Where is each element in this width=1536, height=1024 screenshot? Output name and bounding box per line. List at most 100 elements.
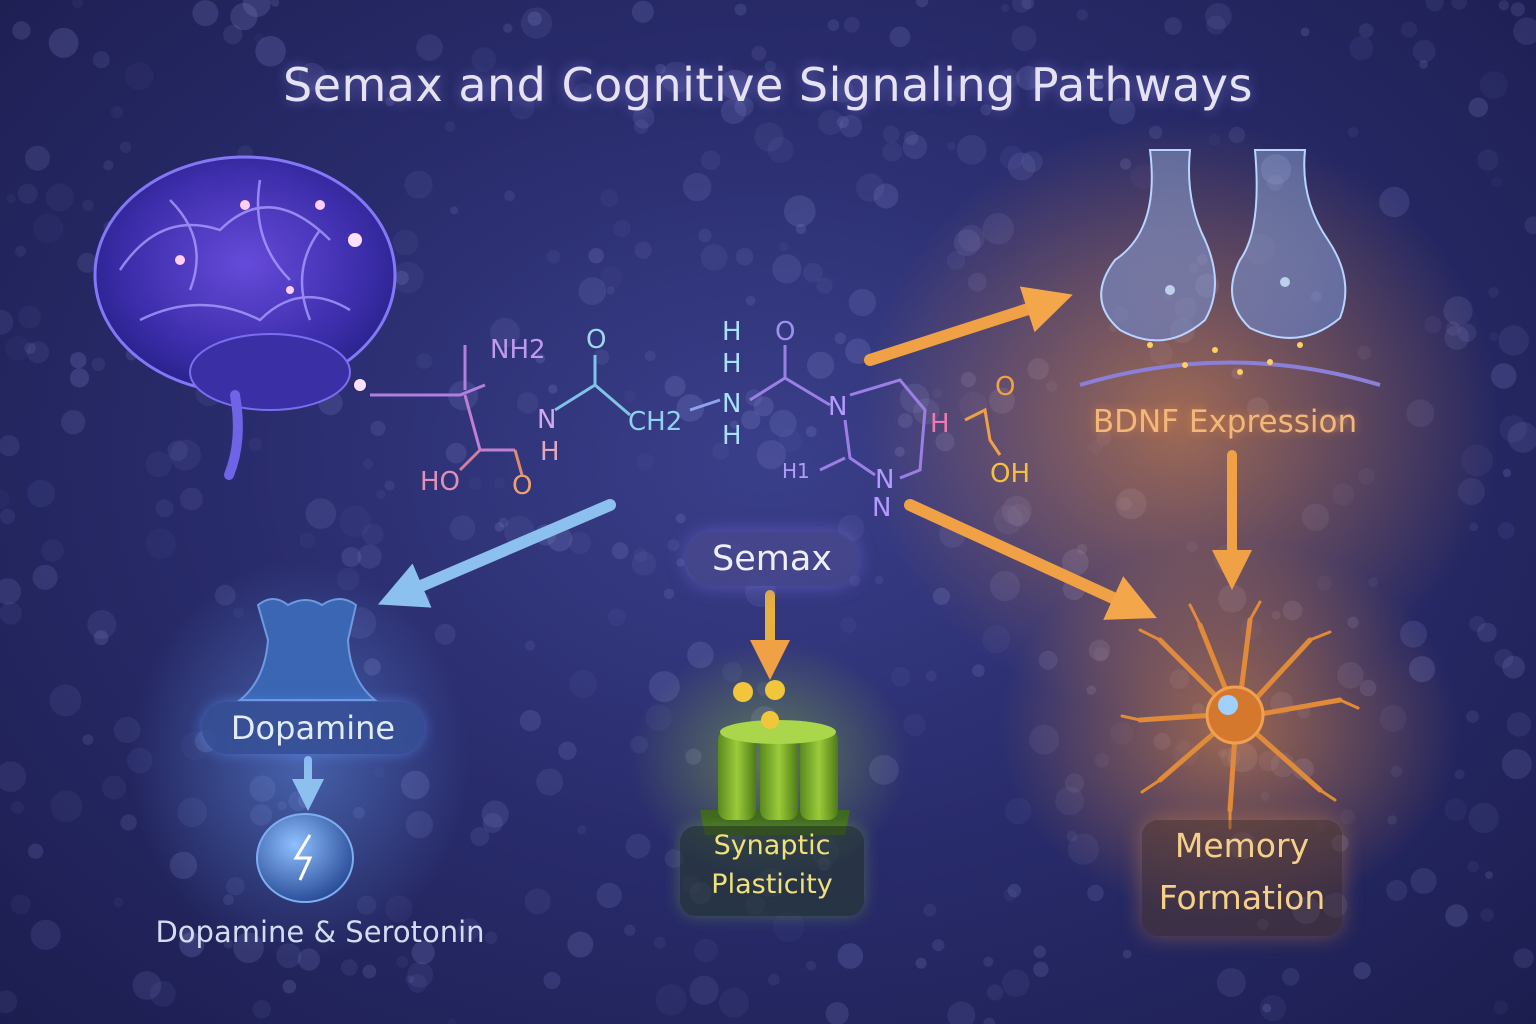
bokeh-dot xyxy=(82,734,94,745)
bokeh-dot xyxy=(6,194,16,203)
bokeh-dot xyxy=(370,420,386,436)
bokeh-dot xyxy=(0,309,14,335)
bokeh-dot xyxy=(636,453,654,471)
molecule-structure xyxy=(370,345,1002,480)
bokeh-dot xyxy=(1011,25,1037,51)
bokeh-dot xyxy=(923,903,937,917)
atom-n1: N xyxy=(722,389,741,419)
bokeh-dot xyxy=(1477,149,1499,171)
bokeh-dot xyxy=(341,547,362,567)
bokeh-dot xyxy=(904,131,919,146)
bokeh-dot xyxy=(305,498,337,529)
bokeh-dot xyxy=(1259,995,1286,1022)
bokeh-dot xyxy=(567,931,594,958)
bokeh-dot xyxy=(778,429,803,453)
bokeh-dot xyxy=(773,910,805,943)
bokeh-dot xyxy=(270,0,280,7)
bokeh-dot xyxy=(827,19,840,31)
dopamine-serotonin-label: Dopamine & Serotonin xyxy=(155,915,485,949)
memory-line2: Formation xyxy=(1158,878,1326,917)
bokeh-dot xyxy=(1164,17,1182,35)
bokeh-dot xyxy=(751,45,767,61)
bokeh-dot xyxy=(27,843,44,859)
bokeh-dot xyxy=(816,277,833,294)
bokeh-dot xyxy=(882,125,900,143)
memory-line1: Memory xyxy=(1174,826,1310,865)
bokeh-dot xyxy=(873,183,899,209)
bokeh-dot xyxy=(932,939,945,952)
bokeh-dot xyxy=(754,122,784,152)
bokeh-dot xyxy=(890,666,911,687)
bokeh-dot xyxy=(30,919,61,950)
bokeh-dot xyxy=(1358,23,1374,38)
bokeh-dot xyxy=(983,1017,996,1024)
bokeh-dot xyxy=(874,576,884,585)
bokeh-dot xyxy=(362,964,377,979)
bokeh-dot xyxy=(535,353,546,364)
bokeh-dot xyxy=(818,109,844,135)
bokeh-dot xyxy=(633,547,648,562)
bokeh-dot xyxy=(48,27,79,58)
bokeh-dot xyxy=(132,971,162,1000)
bokeh-dot xyxy=(102,775,126,800)
bokeh-dot xyxy=(830,79,855,103)
bokeh-dot xyxy=(667,539,680,552)
bokeh-dot xyxy=(700,244,728,271)
atom-o4: O xyxy=(995,372,1015,402)
bokeh-dot xyxy=(676,558,685,567)
bokeh-dot xyxy=(10,894,31,915)
bokeh-dot xyxy=(764,60,777,72)
bokeh-dot xyxy=(947,141,956,151)
bokeh-dot xyxy=(396,955,409,968)
bokeh-dot xyxy=(70,352,87,369)
bokeh-dot xyxy=(1300,27,1310,37)
bokeh-dot xyxy=(1502,655,1525,679)
bokeh-dot xyxy=(82,199,94,212)
bokeh-dot xyxy=(520,7,553,39)
bokeh-dot xyxy=(339,505,371,538)
ion-channel-icon xyxy=(700,680,850,835)
bokeh-dot xyxy=(772,254,802,284)
bokeh-dot xyxy=(448,380,478,411)
bokeh-dot xyxy=(0,489,10,509)
bokeh-dot xyxy=(471,47,497,72)
bokeh-dot xyxy=(394,270,409,285)
bokeh-dot xyxy=(543,972,561,989)
bokeh-dot xyxy=(753,396,774,417)
bokeh-dot xyxy=(1466,710,1479,723)
bokeh-dot xyxy=(92,51,110,69)
bokeh-dot xyxy=(946,96,957,107)
bokeh-dot xyxy=(1444,798,1467,821)
atom-h3: H xyxy=(722,421,742,451)
atom-h5: H xyxy=(930,409,950,439)
bokeh-dot xyxy=(1257,918,1269,931)
bokeh-dot xyxy=(1498,0,1510,11)
bokeh-dot xyxy=(416,34,443,61)
bokeh-dot xyxy=(767,136,794,163)
bokeh-dot xyxy=(0,435,20,457)
bokeh-dot xyxy=(701,150,721,171)
bokeh-dot xyxy=(624,924,636,936)
bokeh-dot xyxy=(1491,176,1503,188)
bokeh-dot xyxy=(712,442,730,460)
bokeh-dot xyxy=(103,160,114,171)
bokeh-dot xyxy=(653,936,666,949)
bokeh-dot xyxy=(1108,97,1136,125)
bokeh-dot xyxy=(949,79,968,98)
bokeh-dot xyxy=(613,219,631,238)
bokeh-dot xyxy=(376,489,386,500)
bokeh-dot xyxy=(1498,325,1529,356)
bokeh-dot xyxy=(77,252,98,273)
bokeh-dot xyxy=(807,351,835,379)
bokeh-dot xyxy=(385,96,395,107)
bokeh-dot xyxy=(806,960,817,971)
bokeh-dot xyxy=(493,477,505,489)
bokeh-dot xyxy=(856,173,885,202)
bokeh-dot xyxy=(110,106,124,119)
bokeh-dot xyxy=(27,479,55,508)
receptor-icon xyxy=(237,598,378,701)
bokeh-dot xyxy=(362,523,384,546)
bokeh-dot xyxy=(569,670,597,699)
bokeh-dot xyxy=(779,242,789,252)
